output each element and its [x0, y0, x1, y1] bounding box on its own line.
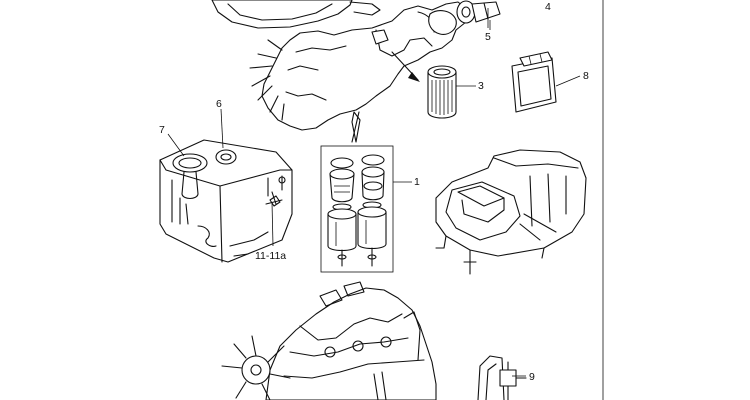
part-6-filler-cap	[215, 149, 237, 165]
callout-3: 3	[478, 80, 484, 92]
cab-cover-assembly	[435, 149, 587, 275]
engine-assembly-upper	[249, 1, 469, 143]
part-1-filter-kit	[320, 145, 412, 273]
part-5-coupling	[456, 0, 501, 30]
top-cover-part	[211, 0, 381, 29]
kit-box	[320, 145, 394, 273]
part-9-bracket	[477, 355, 527, 400]
callout-1: 1	[414, 176, 420, 188]
fuel-tank-assembly	[159, 139, 293, 263]
leader-lines	[167, 8, 489, 247]
callout-6: 6	[216, 98, 222, 110]
callout-11-11a: 11-11a	[255, 250, 286, 262]
part-7-strainer	[172, 153, 208, 173]
callout-4: 4	[545, 1, 551, 13]
part-3-spin-on-filter	[427, 65, 476, 119]
callout-7: 7	[159, 124, 165, 136]
callout-8: 8	[583, 70, 589, 82]
engine-assembly-lower	[221, 281, 437, 400]
callout-9: 9	[529, 371, 535, 383]
callout-5: 5	[485, 31, 491, 43]
part-8-cabin-filter	[511, 51, 581, 113]
